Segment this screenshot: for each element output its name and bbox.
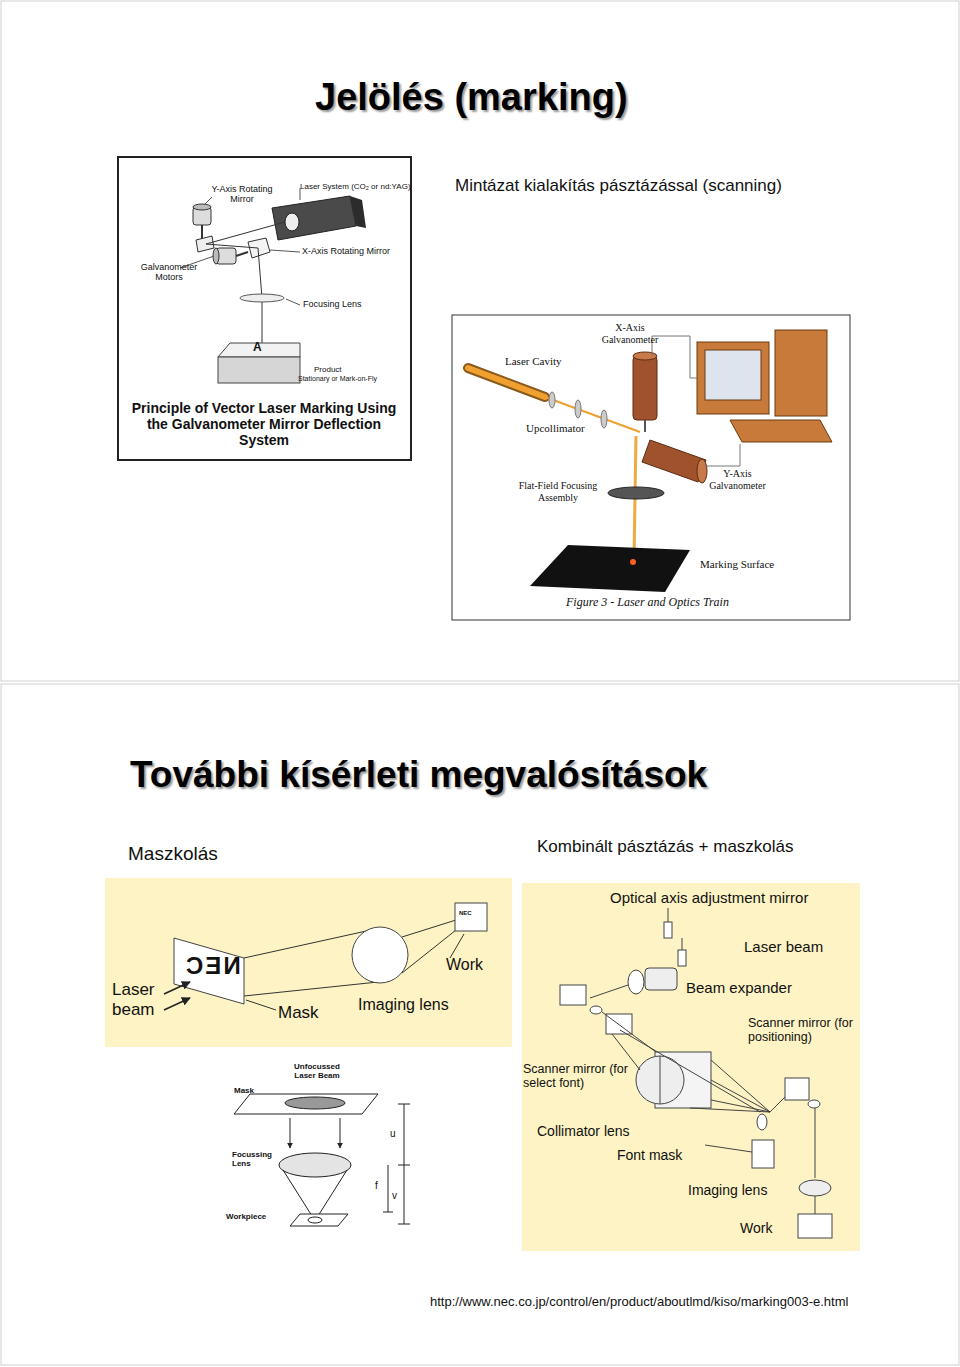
part-label: Laser beam bbox=[112, 980, 164, 1019]
part-label: Product bbox=[314, 365, 342, 374]
part-label: X-Axis Rotating Mirror bbox=[302, 246, 390, 256]
part-label: Galvanometer Motors bbox=[136, 262, 202, 283]
part-label: Y-Axis Galvanometer bbox=[700, 468, 775, 491]
slide-title: Jelölés (marking) bbox=[315, 76, 628, 119]
part-label: Collimator lens bbox=[537, 1123, 630, 1139]
part-label: Beam expander bbox=[686, 979, 792, 996]
vector-marking-figure bbox=[118, 157, 411, 460]
part-label: Mask bbox=[234, 1086, 254, 1095]
part-label: v bbox=[392, 1190, 397, 1202]
part-label: Mintázat kialakítás pásztázással (scanni… bbox=[455, 176, 782, 196]
slide-heading: További kísérleti megvalósítások bbox=[130, 754, 707, 796]
part-label: A bbox=[253, 341, 262, 355]
part-label: Scanner mirror (for select font) bbox=[523, 1062, 635, 1091]
part-label: Principle of Vector Laser Marking Using … bbox=[126, 400, 402, 448]
part-label: f bbox=[375, 1180, 378, 1192]
slide-frame bbox=[1, 1, 959, 681]
part-label: Imaging lens bbox=[688, 1182, 767, 1198]
part-label: Unfocussed Laser Beam bbox=[286, 1062, 348, 1080]
part-label: Scanner mirror (for positioning) bbox=[748, 1016, 864, 1045]
part-label: Work bbox=[446, 956, 483, 974]
part-label: Laser Cavity bbox=[505, 355, 562, 368]
part-label: Focussing Lens bbox=[232, 1150, 278, 1168]
part-label: Laser System (CO₂ or nd:YAG) bbox=[300, 182, 411, 191]
part-label: Stationary or Mark-on-Fly bbox=[298, 375, 377, 383]
part-label: X-Axis Galvanometer bbox=[595, 322, 665, 345]
mask-projection-figure bbox=[234, 1094, 410, 1226]
part-label: Optical axis adjustment mirror bbox=[610, 889, 808, 906]
part-label: Y-Axis Rotating Mirror bbox=[206, 184, 278, 205]
part-label: Mask bbox=[278, 1003, 319, 1023]
part-label: Focusing Lens bbox=[303, 299, 362, 309]
part-label: Laser beam bbox=[744, 938, 823, 955]
part-label: Imaging lens bbox=[358, 996, 449, 1014]
part-label: NEC bbox=[184, 952, 241, 980]
slide-frame bbox=[1, 684, 959, 1365]
part-label: Figure 3 - Laser and Optics Train bbox=[566, 596, 729, 610]
masking-figure bbox=[105, 878, 512, 1047]
optics-train-figure bbox=[452, 315, 850, 620]
part-label: Kombinált pásztázás + maszkolás bbox=[537, 837, 794, 857]
part-label: http://www.nec.co.jp/control/en/product/… bbox=[430, 1295, 848, 1310]
part-label: Maszkolás bbox=[128, 843, 218, 865]
part-label: Font mask bbox=[617, 1147, 682, 1163]
part-label: Workpiece bbox=[226, 1212, 266, 1221]
part-label: Upcollimator bbox=[526, 422, 585, 435]
part-label: Work bbox=[740, 1220, 772, 1236]
combined-scanning-figure bbox=[522, 883, 860, 1251]
part-label: u bbox=[390, 1128, 396, 1140]
part-label: Marking Surface bbox=[700, 558, 774, 571]
part-label: Flat-Field Focusing Assembly bbox=[515, 480, 601, 503]
part-label: NEC bbox=[459, 910, 472, 917]
